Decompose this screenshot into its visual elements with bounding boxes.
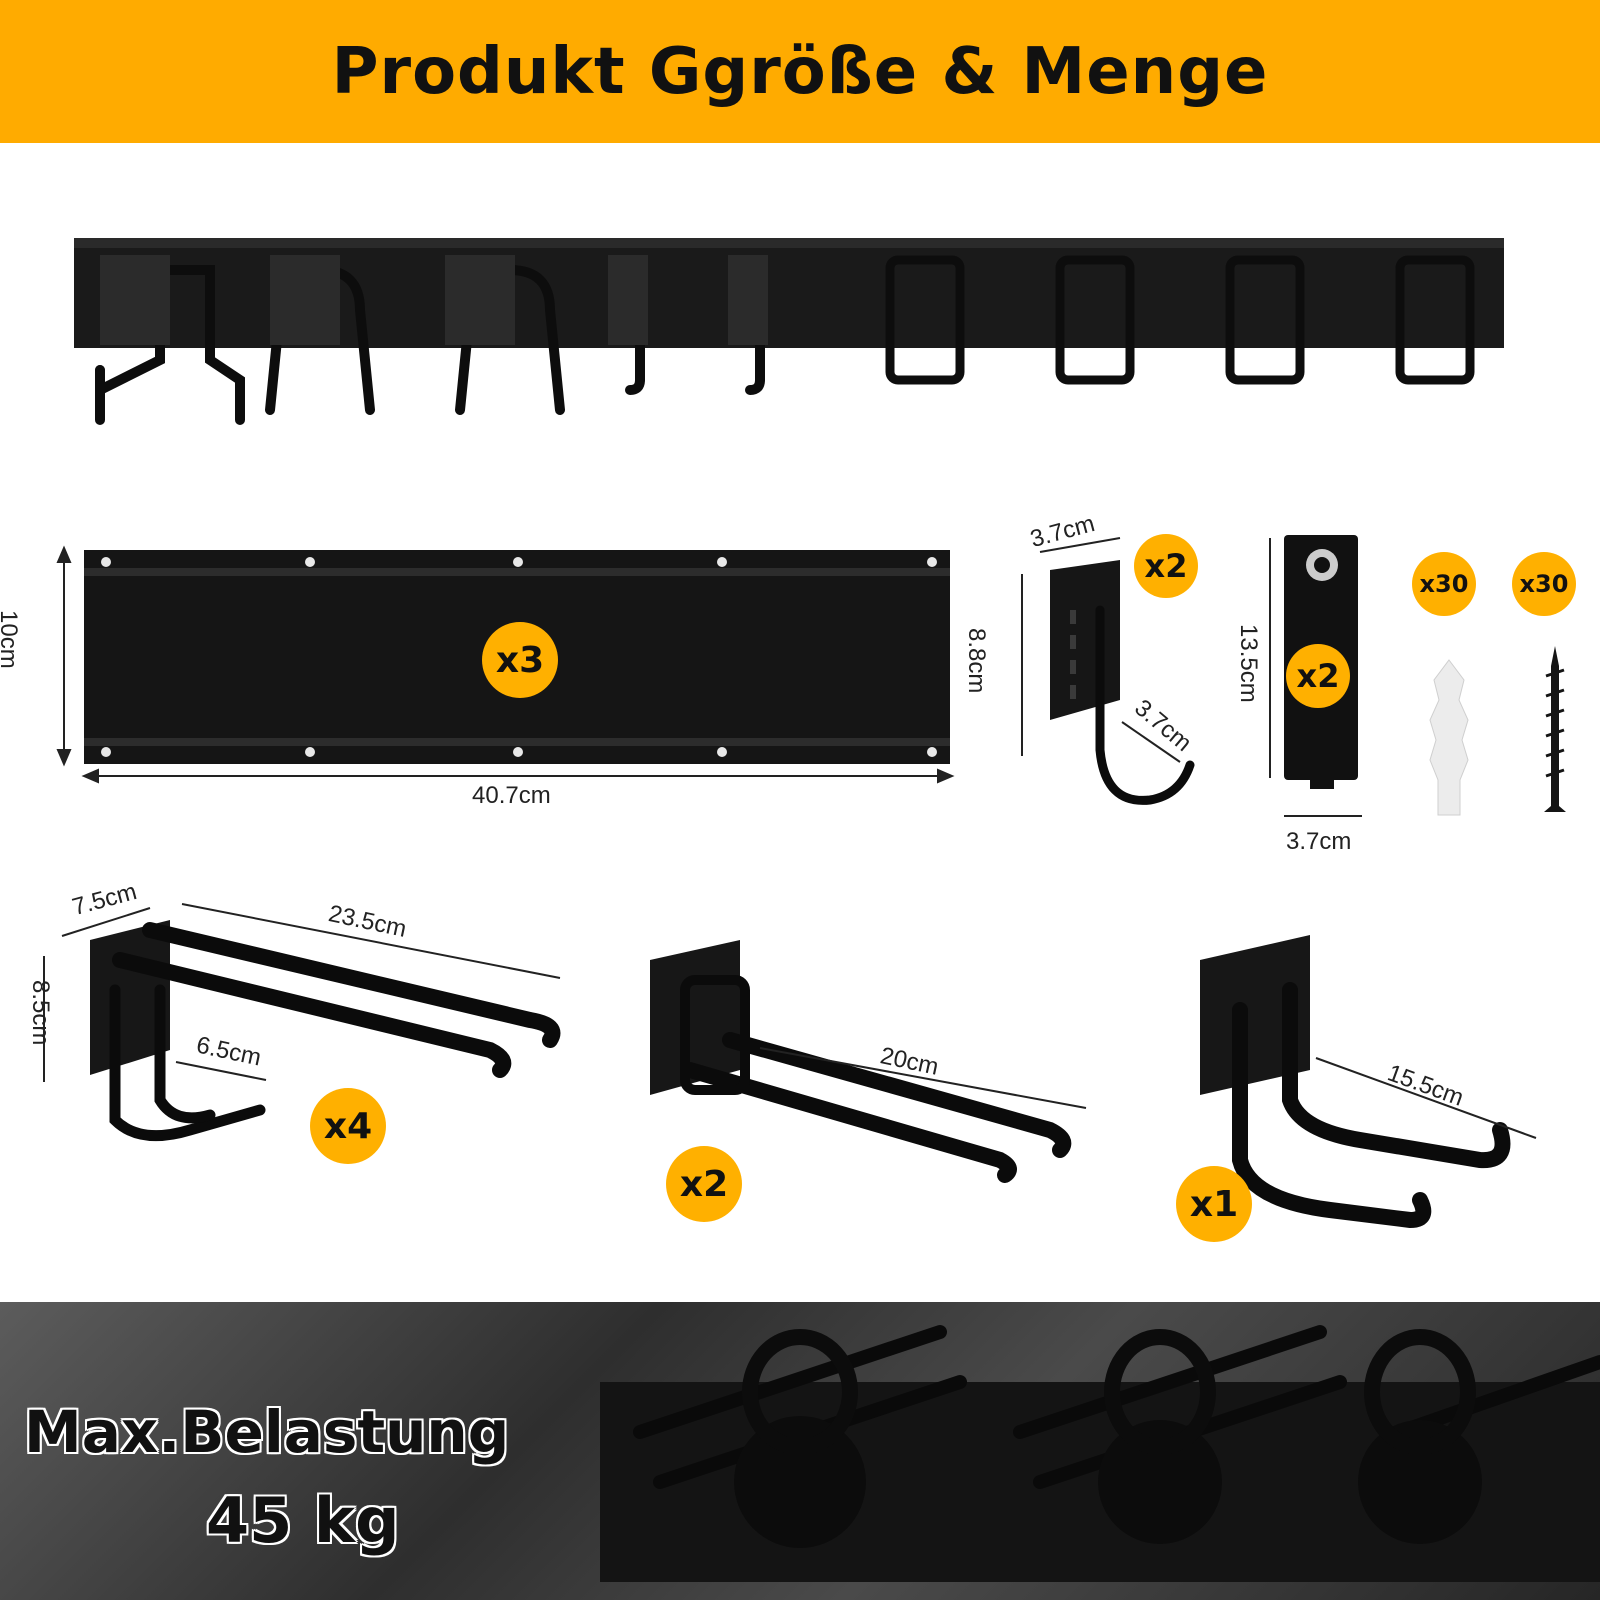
strap-width-label: 3.7cm xyxy=(1286,828,1352,855)
kettlebell-rail-illustration xyxy=(600,1325,1600,1582)
rail-length-label: 40.7cm xyxy=(472,782,551,809)
medium-double-hook-illustration xyxy=(650,940,1072,1183)
medium-double-hook-quantity-badge: x2 xyxy=(666,1146,742,1222)
wall-anchor-illustration xyxy=(1429,659,1469,816)
load-capacity-panel xyxy=(0,1302,1600,1600)
load-value: 45 kg xyxy=(206,1484,400,1557)
small-hook-quantity-badge: x2 xyxy=(1134,534,1198,598)
load-label: Max.Belastung xyxy=(24,1398,510,1466)
anchor-quantity-badge: x30 xyxy=(1412,552,1476,616)
header-banner: Produkt Ggröße & Menge xyxy=(0,0,1600,143)
strap-quantity-badge: x2 xyxy=(1286,644,1350,708)
u-hook-illustration xyxy=(1200,935,1511,1229)
large-double-hook-quantity-badge: x4 xyxy=(310,1088,386,1164)
screw-quantity-badge: x30 xyxy=(1512,552,1576,616)
small-hook-illustration xyxy=(1050,560,1195,805)
assembled-rail-illustration xyxy=(74,238,1504,425)
screw-illustration xyxy=(1544,646,1566,812)
u-hook-quantity-badge: x1 xyxy=(1176,1166,1252,1242)
page-title: Produkt Ggröße & Menge xyxy=(331,34,1269,109)
large-double-hook-illustration xyxy=(90,920,561,1142)
rail-quantity-badge: x3 xyxy=(482,622,558,698)
